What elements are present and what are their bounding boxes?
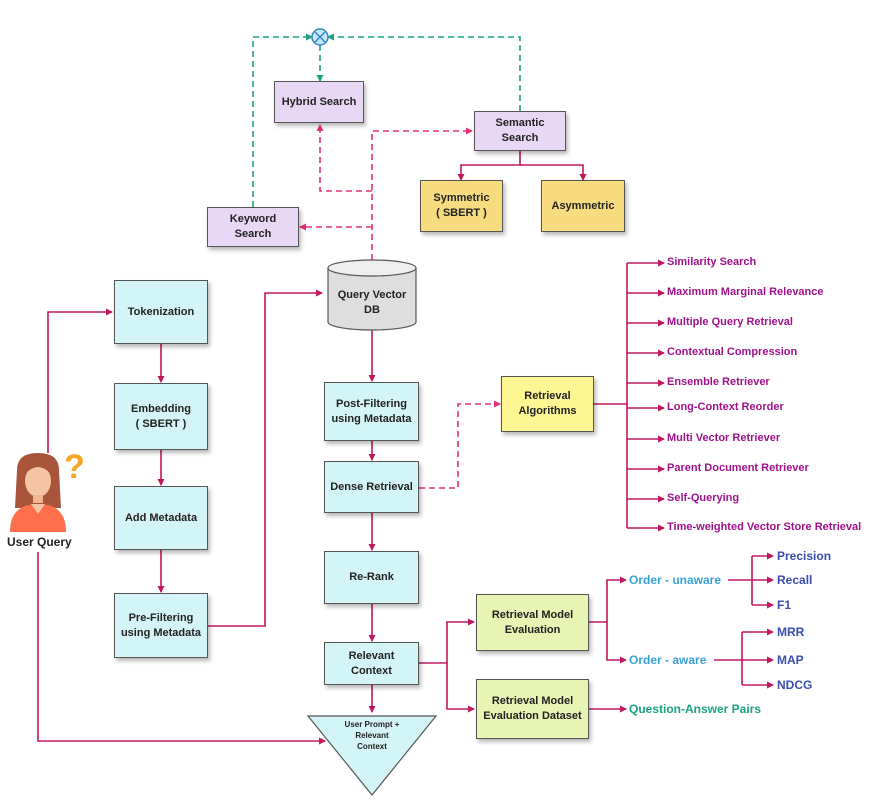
embedding-box: Embedding ( SBERT )	[114, 383, 208, 450]
metric-mrr: MRR	[777, 625, 805, 639]
relevant-context-box: Relevant Context	[324, 642, 419, 685]
pre-filtering-box: Pre-Filtering using Metadata	[114, 593, 208, 658]
asymmetric-box: Asymmetric	[541, 180, 625, 232]
dashed-pink-lines	[299, 124, 501, 489]
metric-recall: Recall	[777, 573, 813, 587]
order-unaware-label: Order - unaware	[629, 573, 722, 587]
algorithm-item: Parent Document Retriever	[667, 462, 809, 474]
user-query-label: User Query	[7, 535, 72, 549]
metric-precision: Precision	[777, 549, 832, 563]
retrieval-algorithms-box: Retrieval Algorithms	[501, 376, 594, 432]
question-answer-pairs-label: Question-Answer Pairs	[629, 702, 762, 716]
question-mark-icon: ?	[64, 448, 85, 486]
algorithm-item: Similarity Search	[667, 256, 757, 268]
semantic-search-box: Semantic Search	[474, 111, 566, 151]
hybrid-fusion-lines	[252, 33, 521, 207]
fusion-node	[311, 28, 329, 46]
solid-connectors	[37, 151, 774, 745]
symmetric-box: Symmetric ( SBERT )	[420, 180, 503, 232]
hybrid-search-box: Hybrid Search	[274, 81, 364, 123]
database-cylinder	[327, 259, 417, 331]
re-rank-box: Re-Rank	[324, 551, 419, 604]
algorithm-item: Contextual Compression	[667, 346, 798, 358]
metric-f1: F1	[777, 598, 792, 612]
keyword-search-box: Keyword Search	[207, 207, 299, 247]
algorithm-item: Long-Context Reorder	[667, 401, 784, 413]
order-aware-label: Order - aware	[629, 653, 707, 667]
user-prompt-label: User Prompt + Relevant Context	[344, 720, 400, 751]
metric-map: MAP	[777, 653, 804, 667]
retrieval-model-evaluation-box: Retrieval Model Evaluation	[476, 594, 589, 651]
query-vector-db-label: Query Vector DB	[337, 289, 407, 316]
algorithm-item: Maximum Marginal Relevance	[667, 286, 824, 298]
algorithm-item: Multiple Query Retrieval	[667, 316, 793, 328]
algorithm-item: Self-Querying	[667, 492, 740, 504]
algorithm-item: Multi Vector Retriever	[667, 432, 781, 444]
add-metadata-box: Add Metadata	[114, 486, 208, 550]
post-filtering-box: Post-Filtering using Metadata	[324, 382, 419, 441]
algorithm-item: Ensemble Retriever	[667, 376, 770, 388]
user-prompt-triangle	[306, 715, 438, 796]
user-figure-icon	[10, 453, 66, 532]
algorithm-item: Time-weighted Vector Store Retrieval	[667, 521, 862, 533]
tokenization-box: Tokenization	[114, 280, 208, 344]
dense-retrieval-box: Dense Retrieval	[324, 461, 419, 513]
retrieval-model-evaluation-dataset-box: Retrieval Model Evaluation Dataset	[476, 679, 589, 739]
metric-ndcg: NDCG	[777, 678, 813, 692]
